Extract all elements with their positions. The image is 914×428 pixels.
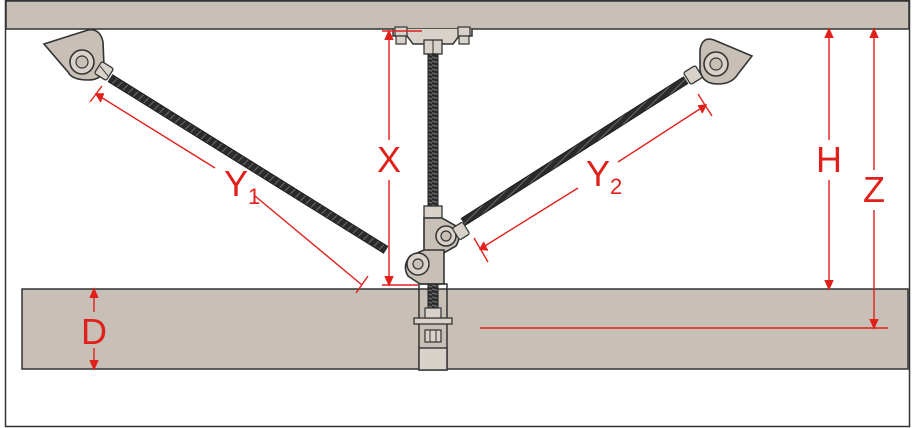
vertical-hanger-rod	[427, 53, 439, 215]
dimension-x	[382, 29, 422, 287]
rod-nut	[423, 205, 443, 219]
structural-beam	[21, 288, 909, 370]
label-y2-main: Y	[586, 153, 610, 194]
label-y1: Y1	[224, 163, 260, 209]
ceiling-plate-icon	[392, 26, 473, 55]
label-x: X	[377, 139, 401, 180]
label-h: H	[816, 139, 842, 180]
swivel-lower-icon	[404, 249, 445, 285]
dimension-z	[480, 27, 888, 330]
eye-bracket-right-icon	[683, 38, 754, 85]
label-y1-main: Y	[224, 163, 248, 204]
label-d: D	[81, 311, 107, 352]
right-brace-rod	[460, 76, 689, 226]
left-brace-rod	[107, 74, 389, 254]
label-y2: Y2	[586, 153, 622, 199]
dimension-d	[89, 287, 99, 371]
ceiling-slab	[5, 0, 910, 30]
dimension-y1	[89, 85, 369, 294]
eye-bracket-left-icon	[42, 28, 114, 81]
dimension-y2	[473, 93, 713, 263]
label-y2-sub: 2	[610, 174, 622, 199]
label-y1-sub: 1	[248, 184, 260, 209]
beam-clamp-icon	[413, 283, 453, 371]
label-z: Z	[863, 169, 885, 210]
dimension-h	[824, 27, 834, 291]
swivel-upper-icon	[423, 217, 470, 255]
